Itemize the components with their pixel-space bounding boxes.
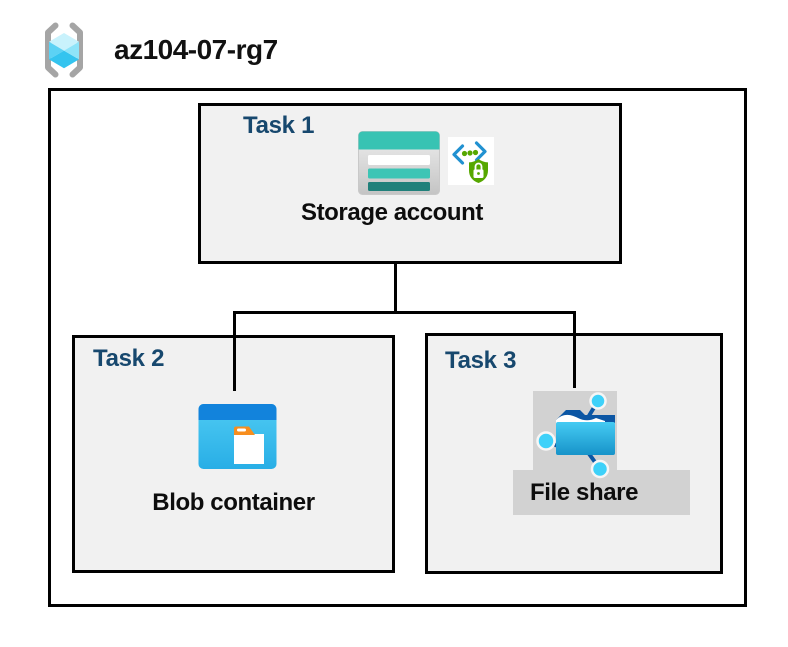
task2-label: Task 2	[93, 345, 165, 372]
resource-group-header: az104-07-rg7	[34, 20, 278, 80]
resource-group-icon	[45, 22, 83, 78]
connector-to-blob-container	[233, 311, 236, 391]
connector-to-file-share	[573, 311, 576, 388]
resource-group-name: az104-07-rg7	[114, 34, 278, 65]
secure-endpoint-icon	[448, 137, 494, 185]
task1-label: Task 1	[243, 112, 315, 139]
file-share-icon	[536, 392, 615, 479]
task1-box: Task 1 Storage account	[198, 103, 622, 264]
task3-label: Task 3	[445, 347, 517, 374]
file-share-label: File share	[530, 479, 639, 506]
connector-crossbar	[233, 311, 576, 314]
connector-storage-stem	[394, 261, 397, 313]
blob-container-label: Blob container	[152, 489, 315, 516]
storage-account-label: Storage account	[300, 199, 484, 226]
blob-container-icon	[198, 404, 277, 469]
storage-account-icon	[358, 131, 440, 195]
